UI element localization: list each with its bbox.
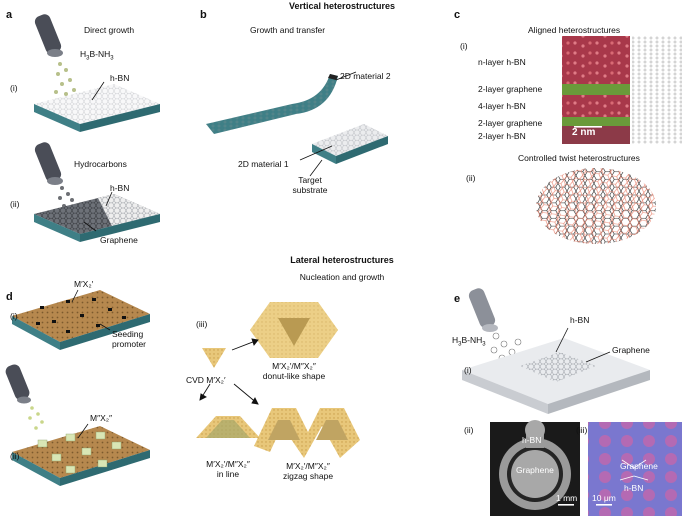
panel-a-molecules-2: [58, 186, 74, 208]
panel-c-title-aligned: Aligned heterostructures: [528, 25, 621, 35]
panel-c-twist-lattice: [536, 168, 656, 244]
panel-d-seeds: [36, 298, 126, 333]
panel-c-i: (i): [460, 41, 468, 51]
panel-d-inline-1: M′X₂′/M″X₂″: [206, 459, 250, 469]
panel-b-target-2: substrate: [292, 185, 328, 195]
panel-d-cvd: CVD M′X₂′: [186, 375, 226, 385]
panel-a-molecules-1: [54, 62, 76, 96]
panel-e-ii: (ii): [464, 425, 474, 435]
panel-e-precursor: H3B-NH3: [452, 335, 486, 348]
panel-d-i: (i): [10, 311, 18, 321]
panel-e-hbn: h-BN: [570, 315, 590, 325]
panel-d-zigzag: [254, 408, 360, 458]
panel-d-donut-1: M′X₂′/M″X₂″: [272, 361, 316, 371]
panel-b-peeled-layer: [206, 74, 338, 134]
panel-d-molecules: [28, 406, 44, 430]
panel-a-graphene: Graphene: [100, 235, 138, 245]
panel-e-graphene: Graphene: [612, 345, 650, 355]
panel-c-scale: 2 nm: [572, 127, 596, 138]
panel-a-ii: (ii): [10, 199, 20, 209]
panel-d-zigzag-1: M′X₂′/M″X₂″: [286, 461, 330, 471]
panel-b-title: Growth and transfer: [250, 25, 326, 35]
panel-d-mx2: M″X₂″: [90, 413, 113, 423]
panel-d-islands: [37, 431, 122, 474]
panel-c-title-twist: Controlled twist heterostructures: [518, 153, 640, 163]
panel-b-letter: b: [200, 9, 207, 21]
panel-d-mx1: M′X₂′: [74, 279, 94, 289]
panel-b-material-2: 2D material 2: [340, 71, 391, 81]
panel-d-zigzag-2: zigzag shape: [282, 471, 334, 481]
panel-a-i: (i): [10, 83, 18, 93]
panel-d-seeding-2: promoter: [112, 339, 147, 349]
panel-b-target-1: Target: [298, 175, 322, 185]
panel-e-sem-graphene: Graphene: [516, 465, 554, 475]
panel-c-layer-4: 2-layer graphene: [478, 118, 543, 128]
panel-c-layer-3: 4-layer h-BN: [478, 101, 526, 111]
panel-a-nozzle-1: [34, 14, 63, 57]
panel-c-letter: c: [454, 9, 461, 21]
panel-d-substrate-2: [12, 426, 150, 486]
panel-e-om-hbn: h-BN: [624, 483, 644, 493]
panel-e-letter: e: [454, 293, 461, 305]
panel-d-arrows: [199, 338, 259, 405]
panel-d-inline: [196, 416, 260, 438]
panel-c-stem-image: [562, 36, 630, 144]
panel-a-title: Direct growth: [84, 25, 135, 35]
panel-d-donut: [250, 302, 338, 358]
panel-d-iii: (iii): [196, 319, 208, 329]
panel-d-ii: (ii): [10, 451, 20, 461]
panel-a-letter: a: [6, 9, 13, 21]
panel-c-layer-5: 2-layer h-BN: [478, 131, 526, 141]
panel-e-sem-scale: 1 mm: [556, 493, 578, 503]
panel-e-nozzle: [468, 288, 498, 332]
panel-a-hbn-2: h-BN: [110, 183, 130, 193]
panel-a-hbn-1: h-BN: [110, 73, 130, 83]
panel-d-triangle: [202, 348, 226, 368]
panel-e-iii: (iii): [576, 425, 588, 435]
panel-e-sem-hbn: h-BN: [522, 435, 542, 445]
panel-a-hydrocarbons: Hydrocarbons: [74, 159, 127, 169]
panel-e-om-image: [588, 422, 682, 516]
heading-vertical: Vertical heterostructures: [288, 1, 396, 11]
panel-c-ii: (ii): [466, 173, 476, 183]
panel-a-precursor: H3B-NH3: [80, 49, 114, 62]
panel-e-om-scale: 10 μm: [592, 493, 616, 503]
panel-e-sem-image: [490, 420, 580, 516]
heading-lateral: Lateral heterostructures: [290, 255, 394, 265]
panel-d-donut-2: donut-like shape: [262, 371, 326, 381]
panel-d-letter: d: [6, 291, 13, 303]
panel-c-layer-2: 2-layer graphene: [478, 84, 543, 94]
panel-b-material-1: 2D material 1: [238, 159, 289, 169]
panel-a-substrate-2: [34, 194, 160, 242]
panel-c-layer-1: n-layer h-BN: [478, 57, 526, 67]
heading-nucleation: Nucleation and growth: [299, 272, 385, 282]
panel-e-om-graphene: Graphene: [620, 461, 658, 471]
panel-a-substrate-1: [34, 84, 160, 132]
panel-d-inline-2: in line: [216, 469, 240, 479]
panel-e-i: (i): [464, 365, 472, 375]
panel-a-nozzle-2: [34, 142, 63, 185]
panel-d-nozzle: [5, 364, 31, 404]
panel-b-target-substrate: [312, 124, 388, 164]
panel-d-seeding-1: Seeding: [112, 329, 144, 339]
panel-c-atomic-model: [632, 36, 682, 144]
